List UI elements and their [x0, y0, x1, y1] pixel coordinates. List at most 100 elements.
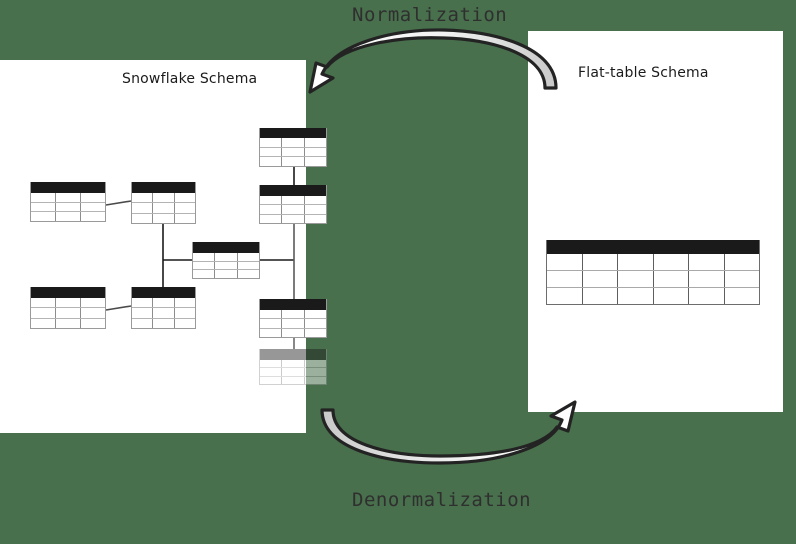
flat-table-row [547, 271, 759, 288]
table-row [260, 319, 326, 329]
table-cell [282, 376, 305, 384]
table-cell [56, 193, 81, 202]
table-cell [31, 212, 56, 222]
table-body [132, 298, 195, 328]
flat-table-cell [654, 271, 689, 287]
table-row [132, 298, 195, 309]
table-cell [238, 262, 259, 270]
flat-table-row [547, 254, 759, 271]
table-cell [31, 298, 56, 308]
table-row [132, 203, 195, 214]
schema-table-dim-a [30, 182, 106, 222]
flat-table-cell [547, 271, 583, 287]
table-cell [56, 212, 81, 222]
flat-table-body [547, 254, 759, 304]
table-cell [81, 319, 105, 328]
table-cell [238, 270, 259, 278]
table-cell [175, 193, 195, 202]
table-cell [153, 298, 175, 308]
table-row [31, 202, 105, 213]
table-cell [31, 202, 56, 212]
table-body [260, 196, 326, 223]
flat-table-cell [725, 288, 760, 304]
table-cell [305, 205, 326, 213]
table-cell [153, 308, 175, 318]
normalization-arrow [308, 28, 558, 94]
table-cell [282, 368, 305, 376]
flat-table-cell [689, 288, 725, 304]
table-body [193, 253, 259, 279]
table-row [260, 214, 326, 223]
table-row [260, 360, 326, 369]
flat-table-schema-caption: Flat-table Schema [578, 65, 709, 81]
flat-table-cell [547, 254, 583, 270]
table-cell [31, 193, 56, 202]
table-cell [81, 298, 105, 307]
flat-table-cell [725, 254, 760, 270]
table-row [31, 318, 105, 328]
table-cell [260, 368, 283, 376]
table-cell [305, 148, 326, 157]
table-header-bar [31, 182, 105, 193]
table-cell [282, 310, 305, 319]
table-row [193, 261, 259, 271]
table-row [132, 308, 195, 319]
table-cell [56, 202, 81, 212]
table-cell [153, 318, 175, 328]
table-header-bar [260, 349, 326, 360]
table-header-bar [132, 287, 195, 298]
table-row [31, 212, 105, 222]
table-row [132, 318, 195, 328]
schema-table-dim-e [259, 128, 327, 167]
table-body [260, 360, 326, 384]
table-row [260, 196, 326, 206]
flat-table-cell [618, 271, 654, 287]
table-cell [305, 310, 326, 318]
table-row [260, 157, 326, 167]
schema-table-fact [192, 242, 260, 279]
schema-table-dim-h [259, 349, 327, 385]
table-cell [260, 360, 283, 368]
flat-table-schema-panel [528, 31, 783, 412]
table-row [260, 376, 326, 384]
table-cell [282, 157, 305, 167]
table-row [31, 308, 105, 319]
table-cell [31, 318, 56, 328]
table-cell [238, 253, 259, 261]
table-cell [260, 319, 283, 328]
table-cell [260, 138, 283, 147]
table-cell [282, 360, 305, 368]
denormalization-label: Denormalization [352, 489, 532, 511]
table-cell [305, 138, 326, 147]
table-cell [153, 213, 175, 223]
table-cell [153, 203, 175, 213]
table-cell [282, 196, 305, 205]
table-cell [215, 253, 238, 261]
table-cell [260, 328, 283, 337]
table-cell [305, 157, 326, 166]
table-cell [132, 298, 154, 308]
flat-table-wrapper [546, 240, 760, 305]
table-cell [175, 214, 195, 223]
table-cell [153, 193, 175, 203]
table-header-bar [260, 299, 326, 310]
table-row [260, 368, 326, 377]
schema-relationship-lines [105, 167, 295, 349]
table-cell [81, 212, 105, 221]
flat-table-cell [547, 288, 583, 304]
table-cell [260, 157, 283, 167]
table-cell [56, 318, 81, 328]
table-row [260, 328, 326, 337]
table-cell [282, 147, 305, 157]
table-cell [81, 203, 105, 212]
table-cell [193, 261, 216, 270]
table-cell [260, 205, 283, 214]
table-body [260, 138, 326, 167]
table-cell [282, 319, 305, 328]
table-cell [305, 368, 326, 375]
table-cell [260, 310, 283, 319]
table-cell [305, 360, 326, 367]
flat-table-cell [654, 288, 689, 304]
normalization-label: Normalization [352, 4, 508, 26]
